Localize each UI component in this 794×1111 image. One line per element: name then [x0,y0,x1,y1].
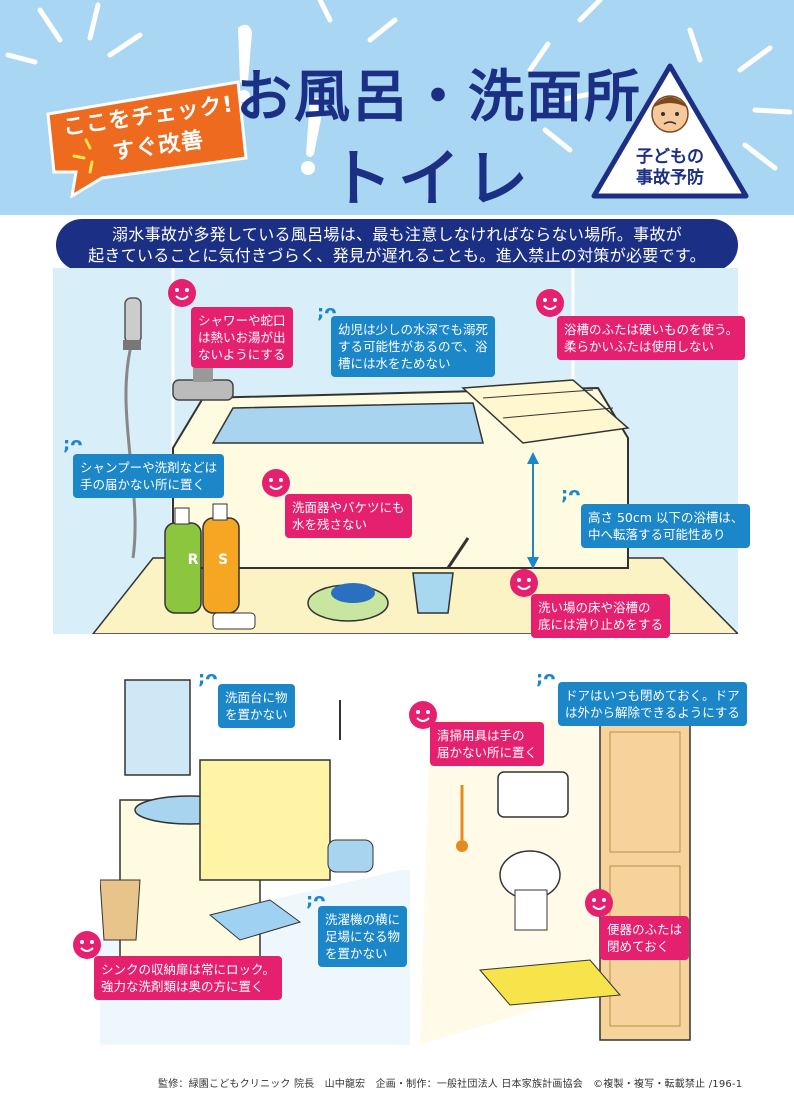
callout-floor: 洗い場の床や浴槽の 底には滑り止めをする [531,594,671,638]
bottle-r-label-wrap: R [178,548,208,578]
callout-tub-lid: 浴槽のふたは硬いものを使う。 柔らかいふたは使用しない [557,316,746,360]
header-banner: ここをチェック! すぐ改善 お風呂・洗面所 トイレ 子どもの 事故予防 [0,0,794,215]
callout-cleaning-tools: 清掃用具は手の 届かない所に置く [430,722,545,766]
check-badge: ここをチェック! すぐ改善 [42,78,252,198]
worried-face-icon: ;ᴖ [536,668,556,689]
smile-face-icon [168,279,196,307]
footer-credits: 監修：緑園こどもクリニック 院長 山中龍宏 企画・制作：一般社団法人 日本家族計… [158,1079,743,1090]
smile-face-icon [73,931,101,959]
child-safety-badge: 子どもの 事故予防 [590,62,750,202]
worried-face-icon: ;ᴖ [198,668,218,689]
callout-tub-height: 高さ 50cm 以下の浴槽は、 中へ転落する可能性あり [581,504,751,548]
worried-face-icon: ;ᴖ [306,890,326,911]
smile-face-icon [536,289,564,317]
svg-text:;ᴖ: ;ᴖ [561,484,581,505]
smile-face-icon [409,701,437,729]
smile-face-icon [262,469,290,497]
check-badge-shape [46,80,248,198]
svg-text:;ᴖ: ;ᴖ [198,668,218,689]
header-burst-decoration [5,0,793,175]
warning-triangle-icon [591,63,749,199]
svg-text:;ᴖ: ;ᴖ [536,668,556,689]
washroom-scene: ;ᴖ 洗面台に物 を置かない ;ᴖ 洗濯機の横に 足場になる物 を置かない シン… [73,660,410,1045]
callout-shampoo: シャンプーや洗剤などは 手の届かない所に置く [73,454,225,498]
bathroom-scene: R S シャワーや蛇口 は熱いお湯が出 ないようにする ;ᴖ 幼児は少しの水深で… [53,268,751,638]
svg-text:;ᴖ: ;ᴖ [63,434,83,455]
callout-cabinet: シンクの収納扉は常にロック。 強力な洗剤類は奥の方に置く [94,956,283,1000]
bottle-s-label-wrap: S [208,548,238,578]
smile-face-icon [585,889,613,917]
safety-badge-line1: 子どもの [636,147,704,167]
callout-toilet-lid: 便器のふたは 閉めておく [600,916,690,960]
safety-badge-line2: 事故予防 [636,168,704,188]
toilet-illustration [420,719,691,1045]
callout-counter: 洗面台に物 を置かない [218,684,295,728]
callout-washer: 洗濯機の横に 足場になる物 を置かない [318,906,408,967]
callout-bucket: 洗面器やバケツにも 水を残さない [285,494,412,538]
bottle-s-label: S [217,552,229,568]
intro-line2: 起きていることに気付きづらく、発見が遅れることも。進入禁止の対策が必要です。 [88,246,706,265]
worried-face-icon: ;ᴖ [561,484,581,505]
svg-text:;ᴖ: ;ᴖ [306,890,326,911]
smile-face-icon [510,569,538,597]
callout-door: ドアはいつも閉めておく。ドア は外から解除できるようにする [558,682,747,726]
page-title-line1: お風呂・洗面所 [236,65,642,130]
intro-line1: 溺水事故が多発している風呂場は、最も注意しなければならない場所。事故が [111,225,683,244]
callout-shower: シャワーや蛇口 は熱いお湯が出 ないようにする [191,307,293,368]
intro-banner: 溺水事故が多発している風呂場は、最も注意しなければならない場所。事故が 起きてい… [56,219,738,271]
toilet-scene: ;ᴖ ドアはいつも閉めておく。ドア は外から解除できるようにする 清掃用具は手の… [409,660,747,1045]
page-title-line2: トイレ [330,142,535,215]
callout-bathwater: 幼児は少しの水深でも溺死 する可能性があるので、浴 槽には水をためない [331,316,496,377]
bottle-r-label: R [187,552,199,568]
worried-face-icon: ;ᴖ [63,434,83,455]
